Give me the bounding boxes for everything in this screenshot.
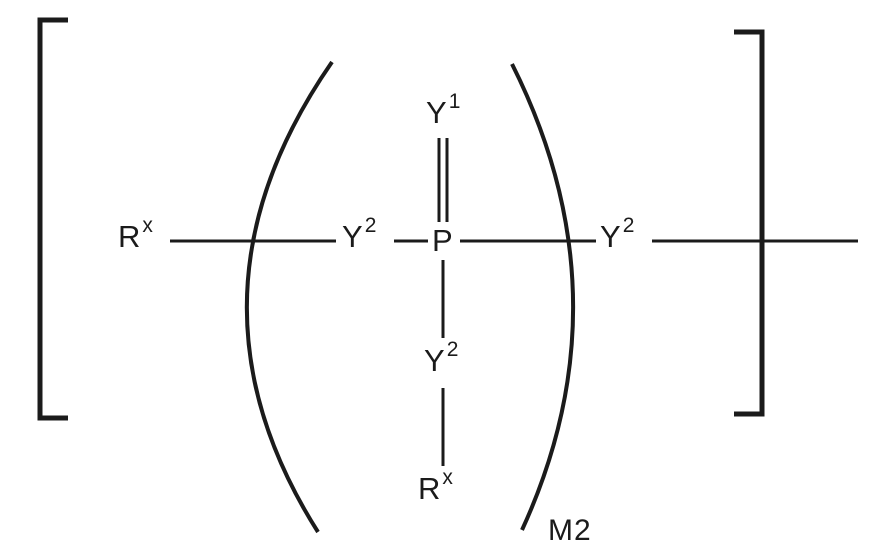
atom-superscript: 1 [448, 89, 462, 113]
atom-superscript: x [442, 465, 454, 489]
right-parenthesis [510, 63, 576, 531]
atom-base: Y [342, 219, 364, 254]
atom-rx-bottom: Rx [418, 467, 453, 506]
atom-base: Y [426, 95, 448, 130]
left-parenthesis [244, 60, 334, 534]
atom-superscript: 2 [446, 337, 460, 361]
atom-superscript: 2 [622, 213, 636, 237]
atom-y2-left: Y2 [342, 215, 376, 254]
atom-base: R [418, 471, 442, 506]
atom-y2-right: Y2 [600, 215, 634, 254]
atom-base: P [432, 223, 454, 258]
atom-base: Y [424, 343, 446, 378]
atom-rx-left: Rx [118, 215, 153, 254]
atom-base: Y [600, 219, 622, 254]
atom-p-center: P [432, 224, 454, 258]
formula-label: M2 [548, 514, 592, 542]
atom-y2-bottom: Y2 [424, 339, 458, 378]
atom-base: R [118, 219, 142, 254]
atom-y1-top: Y1 [426, 91, 460, 130]
left-bracket [37, 17, 68, 421]
right-bracket [734, 29, 765, 417]
atom-superscript: x [142, 213, 154, 237]
atom-superscript: 2 [364, 213, 378, 237]
